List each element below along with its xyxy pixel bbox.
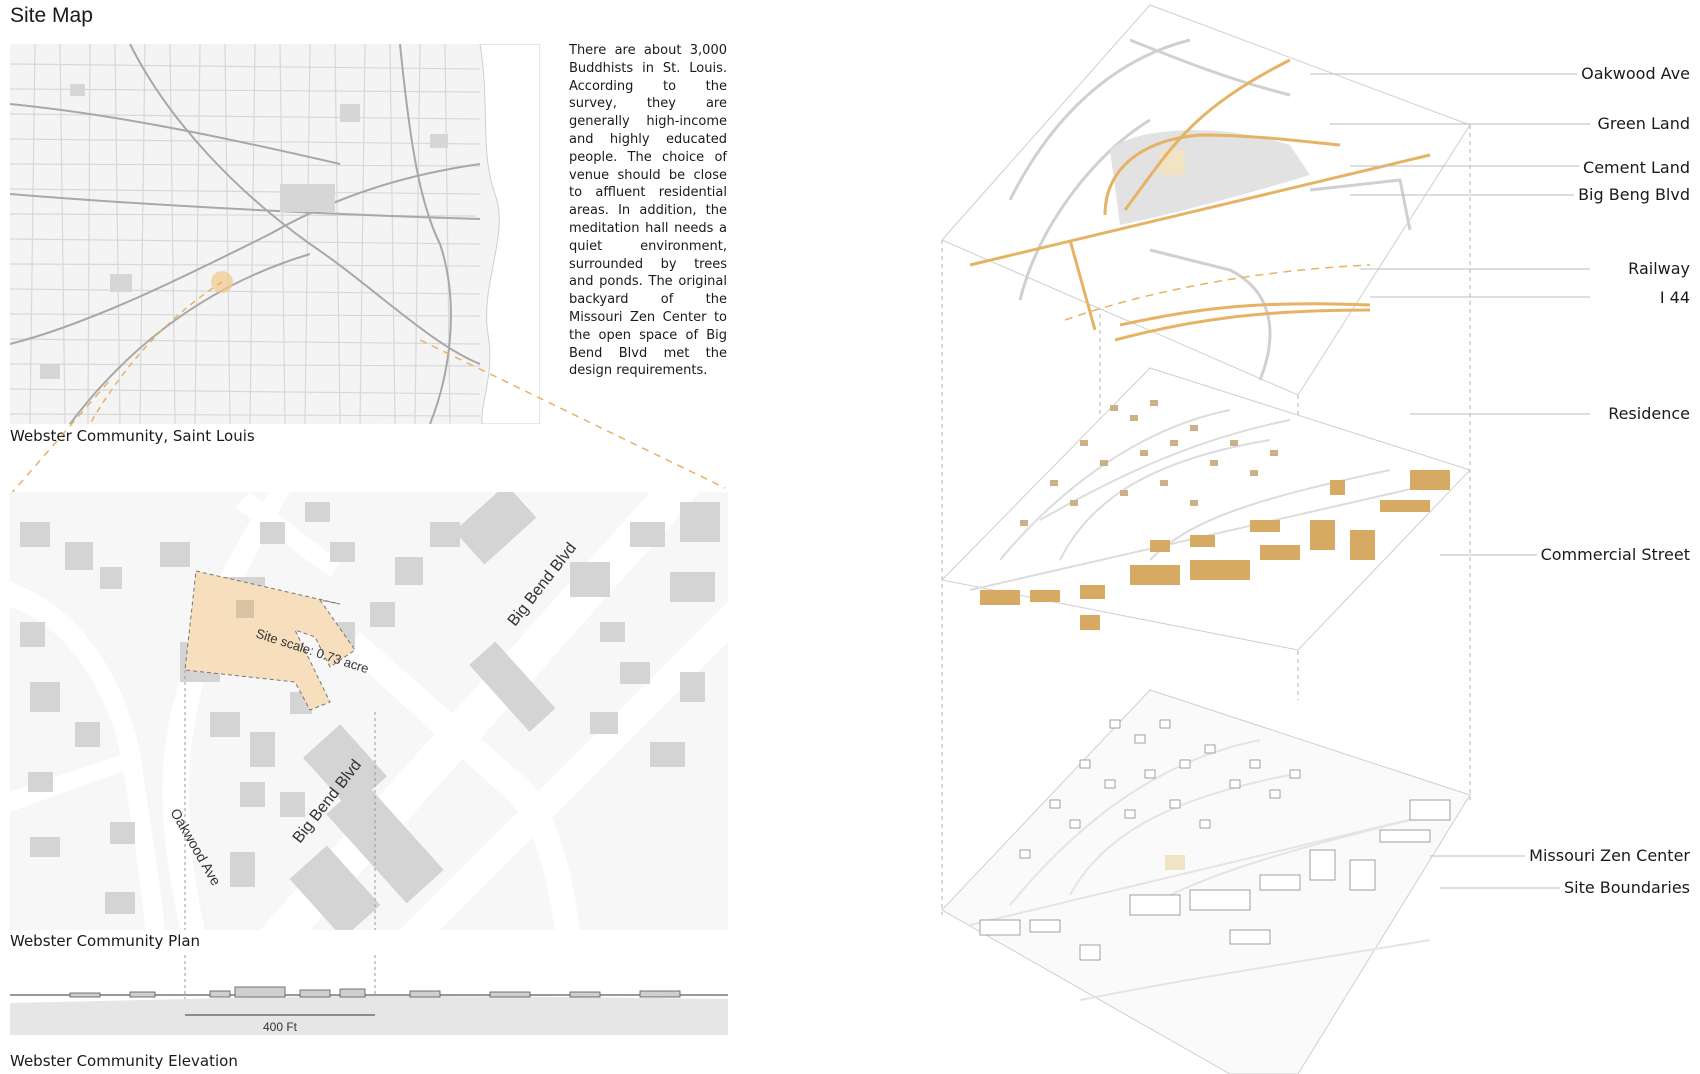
- elevation-scale-label: 400 Ft: [263, 1020, 298, 1034]
- label-site-boundaries: Site Boundaries: [1559, 878, 1690, 897]
- label-commercial-street: Commercial Street: [1536, 545, 1690, 564]
- label-missouri-zen-center: Missouri Zen Center: [1525, 846, 1690, 865]
- label-big-beng-blvd: Big Beng Blvd: [1574, 185, 1690, 204]
- exploded-layers-graphic: [940, 4, 1471, 1074]
- page-title: Site Map: [10, 4, 93, 27]
- elevation-caption: Webster Community Elevation: [10, 1052, 238, 1070]
- community-plan-map: Site scale: 0.73 acre Big Bend Blvd Big …: [10, 492, 728, 930]
- label-oakwood-ave: Oakwood Ave: [1577, 64, 1690, 83]
- city-map: [10, 44, 540, 424]
- buildings-layer: [940, 367, 1471, 651]
- plan-caption: Webster Community Plan: [10, 932, 201, 950]
- map-connector-lines: [9, 339, 726, 496]
- label-cement-land: Cement Land: [1579, 158, 1690, 177]
- model-layer: [941, 689, 1471, 1074]
- label-railway: Railway: [1624, 259, 1690, 278]
- city-map-caption: Webster Community, Saint Louis: [10, 427, 255, 445]
- description-text: There are about 3,000 Buddhists in St. L…: [569, 43, 727, 379]
- label-green-land: Green Land: [1593, 114, 1690, 133]
- roads-layer: [941, 4, 1471, 396]
- community-plan-graphic: Site scale: 0.73 acre Big Bend Blvd Big …: [10, 492, 728, 930]
- city-map-graphic: [10, 44, 540, 424]
- elevation-graphic: 400 Ft: [10, 955, 728, 1035]
- label-residence: Residence: [1604, 404, 1690, 423]
- label-i44: I 44: [1655, 288, 1690, 307]
